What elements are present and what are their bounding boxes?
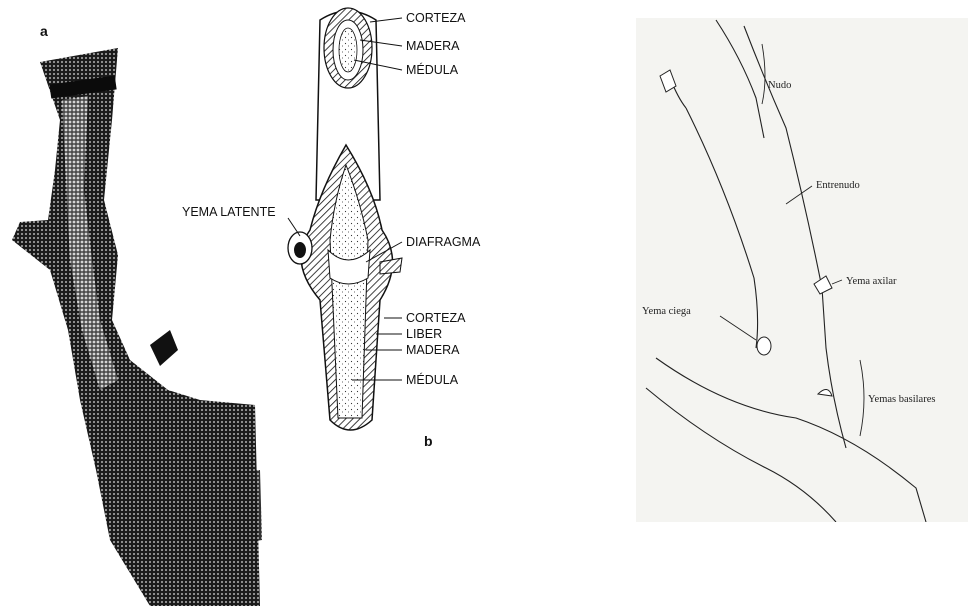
label-yema-ciega: Yema ciega — [642, 306, 691, 317]
cross-section-medula — [339, 28, 357, 72]
panel-a-letter: a — [40, 23, 48, 39]
yema-ciega-bud — [757, 337, 771, 355]
label-madera-bottom: MADERA — [406, 343, 460, 357]
label-entrenudo: Entrenudo — [816, 180, 860, 191]
label-medula-bottom: MÉDULA — [406, 372, 459, 387]
top-bud — [660, 70, 676, 92]
label-liber: LIBER — [406, 327, 442, 341]
label-yemas-basilares: Yemas basilares — [868, 394, 935, 405]
label-diafragma: DIAFRAGMA — [406, 235, 481, 249]
label-corteza-top: CORTEZA — [406, 11, 466, 25]
section-drawing: CORTEZA MADERA MÉDULA YEMA LATENTE DIAFR… — [170, 0, 510, 470]
label-madera-top: MADERA — [406, 39, 460, 53]
shoot-outline — [646, 20, 926, 522]
panel-b-section-diagram: CORTEZA MADERA MÉDULA YEMA LATENTE DIAFR… — [170, 0, 510, 470]
panel-b-letter: b — [424, 433, 433, 449]
label-medula-top: MÉDULA — [406, 62, 459, 77]
basal-bud — [818, 389, 832, 396]
yema-latente-core — [294, 242, 306, 258]
yema-axilar-bud — [814, 276, 832, 294]
label-yema-axilar: Yema axilar — [846, 276, 897, 287]
panel-c-shoot-line-drawing: Nudo Entrenudo Yema axilar Yema ciega Ye… — [636, 18, 968, 522]
label-nudo: Nudo — [768, 80, 791, 91]
label-corteza-bottom: CORTEZA — [406, 311, 466, 325]
line-drawing: Nudo Entrenudo Yema axilar Yema ciega Ye… — [636, 18, 968, 522]
label-yema-latente: YEMA LATENTE — [182, 205, 276, 219]
